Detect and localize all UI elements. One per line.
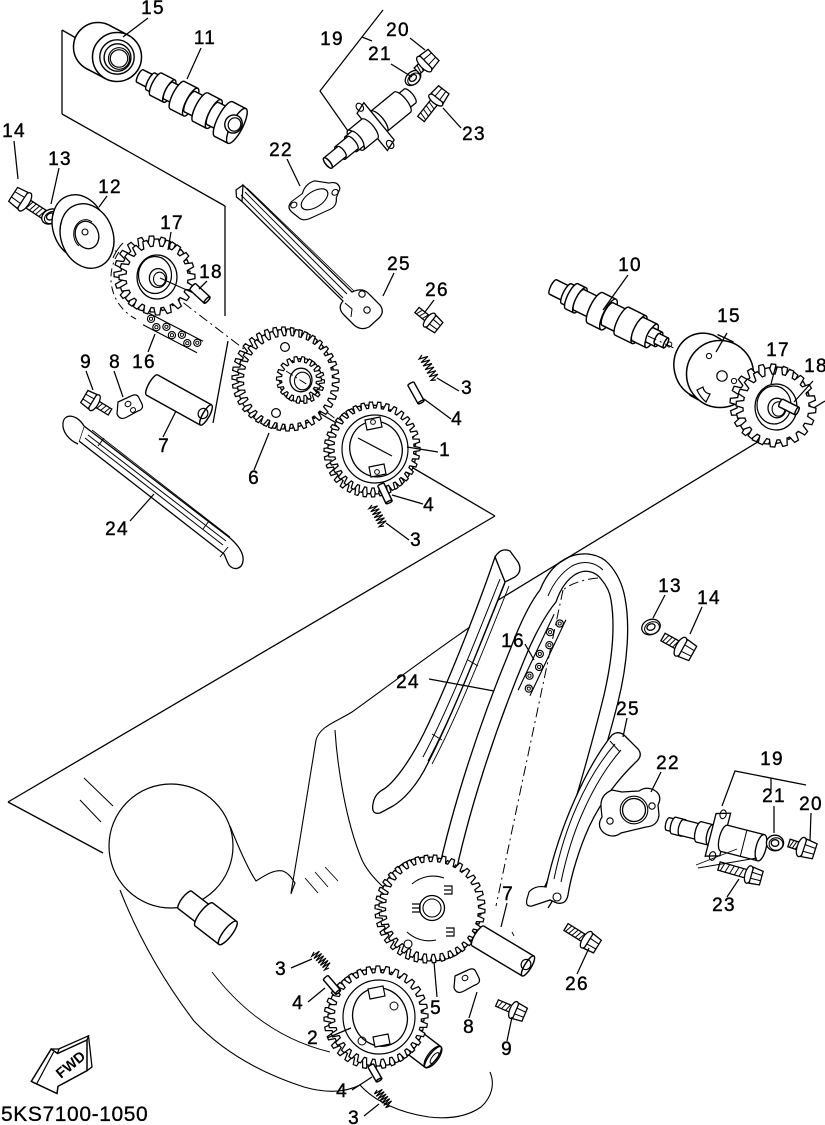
svg-text:16: 16 [132, 352, 156, 373]
svg-text:3: 3 [348, 1108, 360, 1125]
svg-text:10: 10 [618, 255, 642, 276]
svg-text:18: 18 [199, 262, 223, 283]
svg-text:14: 14 [2, 121, 26, 142]
svg-text:8: 8 [109, 352, 121, 373]
svg-text:25: 25 [387, 254, 411, 275]
svg-text:26: 26 [565, 974, 589, 995]
svg-text:9: 9 [501, 1039, 513, 1060]
svg-text:23: 23 [462, 124, 486, 145]
svg-text:20: 20 [799, 794, 823, 815]
svg-text:4: 4 [292, 993, 304, 1014]
svg-text:17: 17 [766, 340, 790, 361]
svg-text:17: 17 [160, 213, 184, 234]
svg-text:3: 3 [461, 378, 473, 399]
svg-text:22: 22 [656, 753, 680, 774]
svg-text:25: 25 [616, 699, 640, 720]
svg-text:4: 4 [336, 1081, 348, 1102]
svg-text:12: 12 [98, 177, 122, 198]
svg-text:9: 9 [80, 352, 92, 373]
svg-text:22: 22 [269, 140, 293, 161]
svg-text:16: 16 [501, 631, 525, 652]
svg-text:19: 19 [320, 29, 344, 50]
svg-text:14: 14 [697, 588, 721, 609]
svg-text:1: 1 [439, 440, 451, 461]
svg-text:6: 6 [248, 468, 260, 489]
svg-text:24: 24 [396, 672, 420, 693]
svg-text:20: 20 [386, 20, 410, 41]
svg-text:15: 15 [141, 0, 165, 19]
svg-text:3: 3 [410, 530, 422, 551]
svg-text:13: 13 [658, 576, 682, 597]
svg-text:13: 13 [48, 149, 72, 170]
svg-text:5KS7100-1050: 5KS7100-1050 [1, 1103, 148, 1125]
svg-text:7: 7 [502, 884, 514, 905]
svg-text:24: 24 [105, 519, 129, 540]
svg-text:19: 19 [760, 749, 784, 770]
svg-text:26: 26 [425, 280, 449, 301]
svg-text:23: 23 [712, 895, 736, 916]
svg-text:3: 3 [275, 959, 287, 980]
svg-text:2: 2 [307, 1028, 319, 1049]
svg-text:21: 21 [762, 786, 786, 807]
svg-text:21: 21 [368, 44, 392, 65]
svg-text:15: 15 [717, 306, 741, 327]
svg-text:11: 11 [194, 28, 216, 49]
svg-text:7: 7 [158, 436, 170, 457]
svg-text:8: 8 [463, 1017, 475, 1038]
svg-text:4: 4 [451, 409, 463, 430]
svg-text:4: 4 [423, 495, 435, 516]
svg-text:18: 18 [804, 356, 825, 377]
svg-text:5: 5 [430, 998, 442, 1019]
